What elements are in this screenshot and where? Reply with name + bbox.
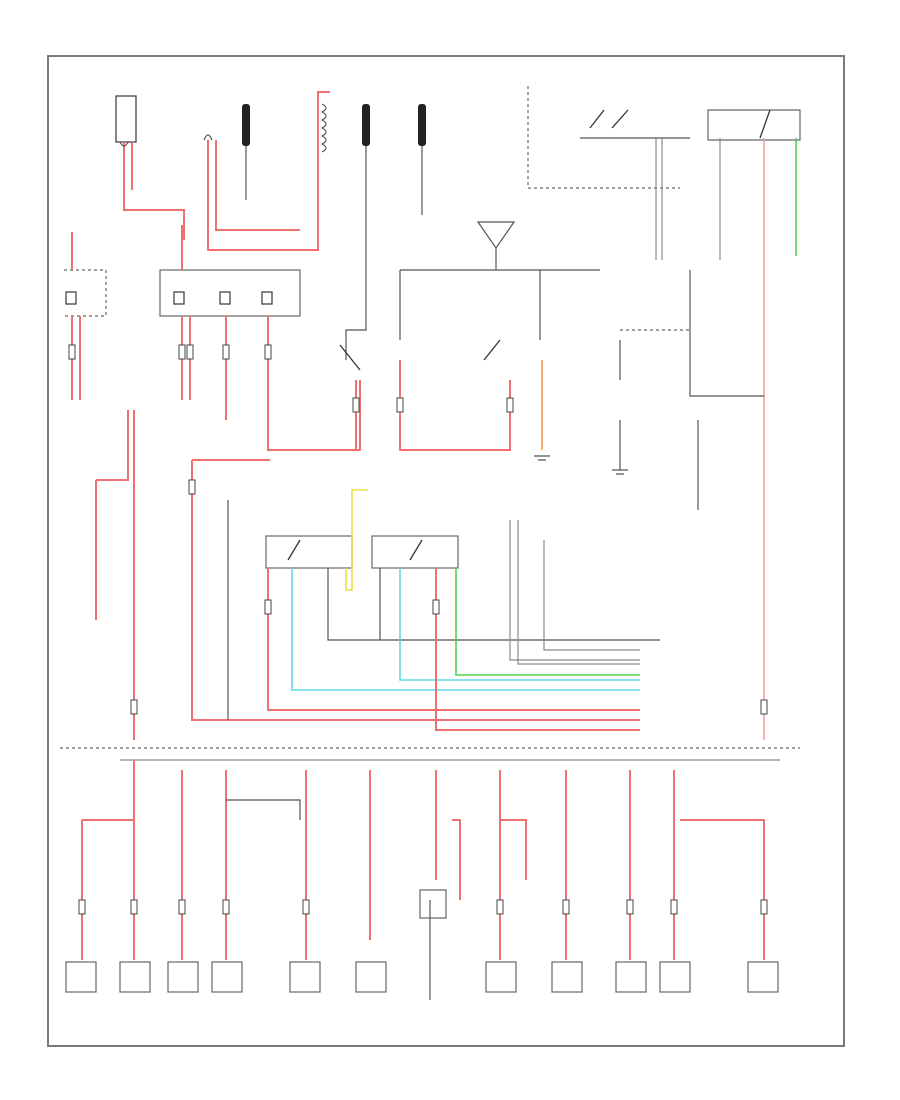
- connector-icon: [352, 397, 360, 413]
- component-box: [485, 961, 517, 993]
- fuse-block: [64, 225, 361, 451]
- connector-icon: [760, 699, 768, 715]
- connector-plug-icon: [362, 104, 370, 146]
- center-relays: [339, 221, 600, 461]
- ground-icon: [612, 469, 628, 475]
- component-box: [211, 961, 243, 993]
- connector-plug-icon: [242, 104, 250, 146]
- battery-icon: [115, 95, 137, 143]
- connector-icon: [78, 899, 86, 915]
- component-box: [747, 961, 779, 993]
- connector-icon: [396, 397, 404, 413]
- component-box: [167, 961, 199, 993]
- component-box: [119, 961, 151, 993]
- top-right-switches: [527, 86, 801, 740]
- fuse-icon: [219, 291, 231, 305]
- component-box: [615, 961, 647, 993]
- fuse-icon: [173, 291, 185, 305]
- ground-icon: [534, 455, 550, 461]
- component-box: [551, 961, 583, 993]
- component-box: [289, 961, 321, 993]
- connector-icon: [760, 899, 768, 915]
- connector-icon: [186, 344, 194, 360]
- bottom-circuits: [81, 760, 765, 1000]
- connector-icon: [506, 397, 514, 413]
- battery-area: [115, 91, 426, 360]
- fuse-icon: [261, 291, 273, 305]
- component-box: [355, 961, 387, 993]
- connector-icon: [496, 899, 504, 915]
- connector-icon: [178, 899, 186, 915]
- connector-icon: [626, 899, 634, 915]
- connector-icon: [222, 344, 230, 360]
- connector-icon: [264, 344, 272, 360]
- connector-icon: [188, 479, 196, 495]
- connector-icon: [68, 344, 76, 360]
- component-box: [659, 961, 691, 993]
- connector-ticks: [68, 344, 768, 915]
- connector-icon: [670, 899, 678, 915]
- connector-icon: [302, 899, 310, 915]
- middle-relays: [95, 410, 660, 740]
- connector-plug-icon: [418, 104, 426, 146]
- diagram-frame: [47, 55, 845, 1047]
- connector-icon: [130, 699, 138, 715]
- connector-icon: [432, 599, 440, 615]
- bottom-components: [65, 961, 779, 993]
- component-box: [65, 961, 97, 993]
- connector-icon: [178, 344, 186, 360]
- connector-icon: [264, 599, 272, 615]
- connector-icon: [562, 899, 570, 915]
- fuse-icon: [65, 291, 77, 305]
- ground-icon: [476, 221, 516, 250]
- connector-icon: [222, 899, 230, 915]
- fusible-link-coil-icon: [320, 103, 327, 153]
- connector-icon: [130, 899, 138, 915]
